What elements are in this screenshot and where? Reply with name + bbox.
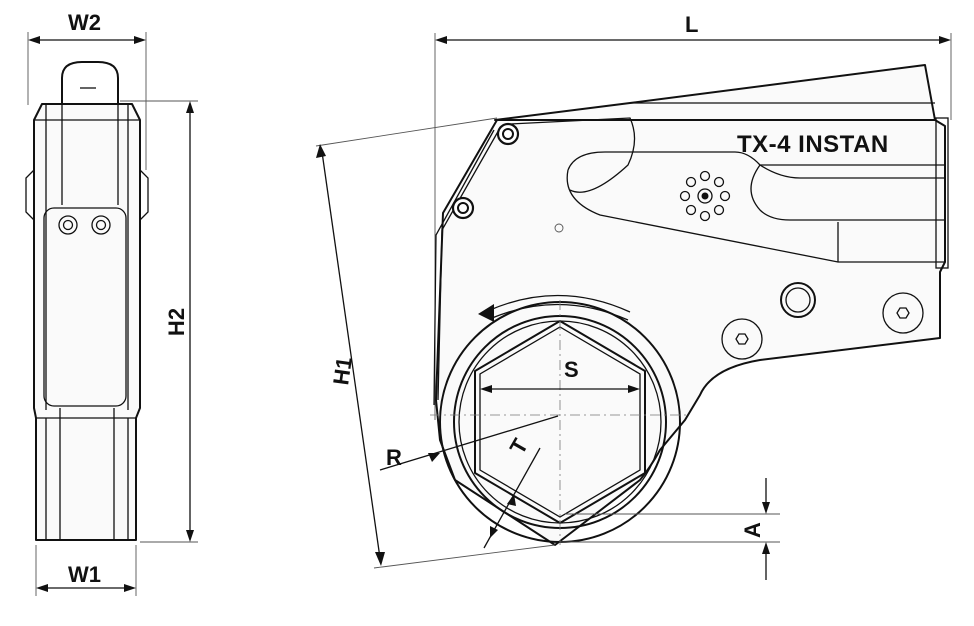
l-label: L: [685, 12, 698, 37]
side-plate: [43, 207, 127, 407]
w2-label: W2: [68, 10, 101, 35]
hex-bolt-icon: [882, 292, 924, 334]
vent-holes-icon: [679, 170, 731, 222]
cylinder-top: [494, 64, 936, 121]
s-dimension: S: [480, 357, 640, 393]
r-dimension: R: [379, 415, 559, 471]
w2-dimension: W2: [27, 10, 147, 170]
rotation-arrow: [489, 294, 631, 313]
hex-bolt-icon: [721, 318, 763, 360]
screw-icon: [496, 122, 520, 146]
side-view: W2: [25, 10, 198, 596]
head-body: [435, 119, 946, 546]
side-body: [33, 103, 141, 541]
a-dimension: A: [560, 478, 780, 580]
screw-icon: [91, 215, 111, 235]
a-label: A: [740, 522, 765, 538]
screw-icon: [58, 215, 78, 235]
h2-dimension: H2: [120, 100, 198, 543]
h1-label: H1: [328, 355, 357, 386]
pin-hole: [554, 223, 564, 233]
s-label: S: [564, 357, 579, 382]
front-view: L TX-4 INSTAN: [315, 12, 952, 580]
side-lug: [61, 61, 119, 104]
brand-text: TX-4 INSTAN: [737, 131, 889, 158]
r-label: R: [386, 445, 402, 470]
w1-dimension: W1: [35, 545, 137, 596]
h2-label: H2: [164, 308, 189, 336]
screw-icon: [451, 196, 475, 220]
plug-icon: [780, 282, 816, 318]
w1-label: W1: [68, 562, 101, 587]
cover-plate: [509, 117, 636, 193]
rotation-arrow-head: [478, 304, 494, 322]
h1-dimension: H1: [315, 117, 556, 569]
